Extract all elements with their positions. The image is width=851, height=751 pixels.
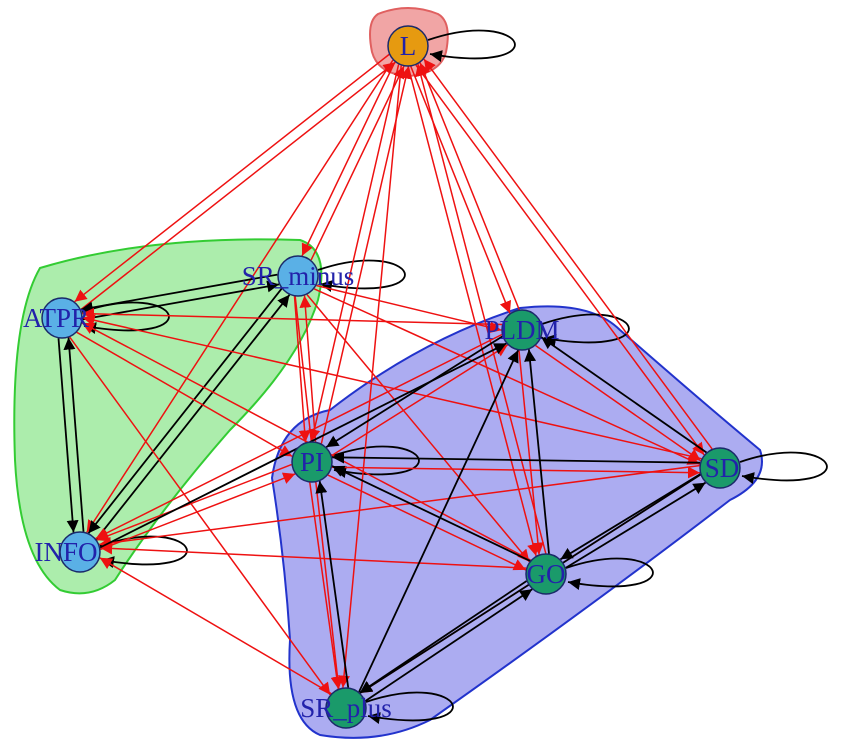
edge-atpr-to-sr-minus	[82, 280, 280, 321]
edge-sr-minus-to-info	[87, 288, 283, 534]
node-circle	[525, 553, 567, 595]
edge-atpr-to-l	[80, 61, 396, 311]
edge-pi-to-sd	[331, 466, 700, 479]
edge-sd-to-sd	[739, 451, 828, 484]
edge-sr-plus-to-pi	[315, 480, 350, 688]
node-label: SR_plus	[300, 693, 392, 723]
group-hull-blue	[270, 305, 763, 739]
node-circle	[291, 441, 333, 483]
node-label: PI	[300, 447, 324, 477]
node-go: GO	[525, 553, 567, 595]
edge-pi-to-sr-minus	[299, 295, 317, 442]
node-label: INFO	[34, 537, 97, 567]
edge-sd-to-pi	[332, 451, 701, 464]
edge-sr-plus-to-info	[99, 557, 332, 695]
edge-l-to-go	[407, 66, 539, 557]
edge-l-to-pi	[308, 64, 400, 442]
node-sd: SD	[699, 447, 741, 489]
edge-l-to-l	[427, 29, 516, 62]
edge-sr-minus-to-sd	[313, 288, 701, 465]
edge-l-to-info	[86, 59, 394, 533]
edge-sr-plus-to-sr-plus	[365, 691, 454, 724]
edge-sr-minus-to-l	[310, 65, 405, 261]
edge-sr-plus-to-go	[364, 588, 533, 702]
node-sr-minus: SR_minus	[242, 255, 355, 297]
node-circle	[325, 687, 367, 729]
edge-pi-to-l	[320, 66, 412, 444]
node-circle	[59, 531, 101, 573]
node-atpr: ATPR	[23, 297, 89, 339]
node-sr-plus: SR_plus	[300, 687, 392, 729]
edge-sr-minus-to-pldm	[316, 284, 502, 334]
node-label: PLDM	[484, 315, 559, 345]
edge-go-to-l	[415, 63, 547, 554]
edge-sd-to-atpr	[82, 314, 702, 460]
edge-sr-minus-to-atpr	[80, 273, 278, 314]
node-circle	[387, 25, 429, 67]
node-circle	[277, 255, 319, 297]
edge-atpr-to-sr-plus	[69, 336, 331, 696]
edge-l-to-atpr	[74, 53, 390, 303]
edge-pldm-to-pi	[325, 335, 503, 448]
edge-atpr-to-info	[57, 338, 79, 533]
node-label: ATPR	[23, 303, 89, 333]
edge-sr-plus-to-pldm	[358, 349, 519, 693]
edge-pldm-to-sd	[535, 344, 702, 462]
edge-info-to-atpr	[63, 337, 85, 532]
edge-pldm-to-l	[419, 62, 520, 310]
edge-atpr-to-pi	[76, 331, 293, 458]
edge-pi-to-go	[327, 474, 527, 571]
edge-pi-to-info	[96, 463, 292, 542]
edge-info-to-info	[99, 535, 188, 568]
edge-sr-minus-to-go	[306, 294, 530, 563]
edge-sd-to-l	[423, 58, 713, 450]
edge-l-to-pldm	[410, 66, 511, 314]
edge-pldm-to-atpr	[82, 307, 503, 326]
node-label: SD	[705, 453, 740, 483]
edge-l-to-sr-minus	[301, 61, 396, 257]
edge-sd-to-info	[99, 464, 700, 549]
edge-go-to-go	[565, 557, 654, 590]
edge-go-to-pi	[331, 465, 531, 562]
edge-sr-minus-to-pi	[293, 296, 311, 443]
edge-go-to-sr-plus	[359, 580, 528, 694]
node-circle	[41, 297, 83, 339]
edge-go-to-info	[100, 542, 527, 569]
node-circle	[501, 309, 543, 351]
edge-pi-to-sr-plus	[309, 482, 343, 690]
edge-l-to-sr-plus	[338, 65, 402, 688]
node-label: SR_minus	[242, 261, 355, 291]
edge-go-to-sd	[565, 481, 706, 569]
node-label: L	[400, 31, 417, 61]
edge-go-to-pldm	[524, 349, 550, 554]
edge-pldm-to-pldm	[541, 313, 630, 346]
edge-pi-to-pldm	[331, 344, 509, 457]
node-pi: PI	[291, 441, 333, 483]
node-circle	[699, 447, 741, 489]
edge-pldm-to-go	[518, 350, 544, 555]
node-info: INFO	[34, 531, 101, 573]
node-label: GO	[527, 559, 566, 589]
edge-pldm-to-info	[95, 333, 503, 540]
edge-info-to-sr-minus	[95, 294, 291, 540]
node-pldm: PLDM	[484, 309, 560, 351]
edge-sd-to-pldm	[540, 336, 708, 454]
edges-layer	[57, 29, 828, 724]
edge-info-to-pi	[100, 472, 296, 551]
node-l: L	[387, 25, 429, 67]
edge-l-to-sd	[415, 64, 705, 456]
edge-sd-to-go	[560, 473, 701, 561]
